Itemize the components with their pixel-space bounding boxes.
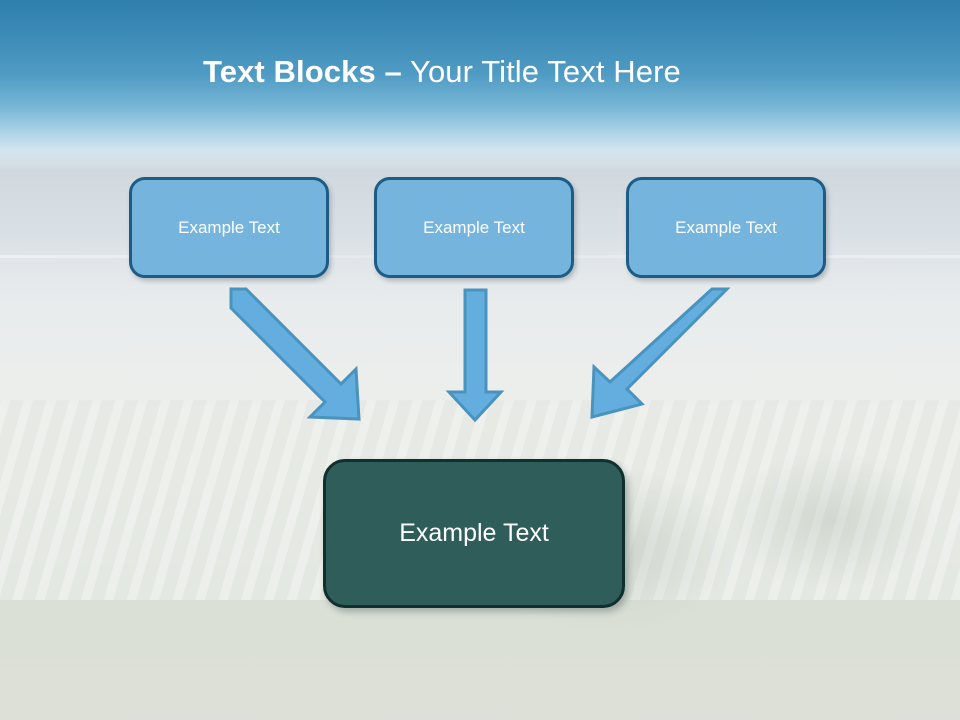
text-block-top-2-label: Example Text [423, 217, 525, 237]
text-block-top-2[interactable]: Example Text [374, 177, 574, 278]
text-block-top-1[interactable]: Example Text [129, 177, 329, 278]
header-gradient-band [0, 0, 960, 170]
page-title-bold: Text Blocks – [203, 54, 402, 89]
text-block-top-3-label: Example Text [675, 217, 777, 237]
background-foreground-meadow [0, 600, 960, 720]
page-title-light: Your Title Text Here [401, 54, 681, 89]
text-block-bottom-label: Example Text [399, 519, 549, 547]
text-block-top-3[interactable]: Example Text [626, 177, 826, 278]
text-block-top-1-label: Example Text [178, 217, 280, 237]
text-block-bottom[interactable]: Example Text [323, 459, 625, 608]
page-title: Text Blocks – Your Title Text Here [203, 54, 681, 90]
